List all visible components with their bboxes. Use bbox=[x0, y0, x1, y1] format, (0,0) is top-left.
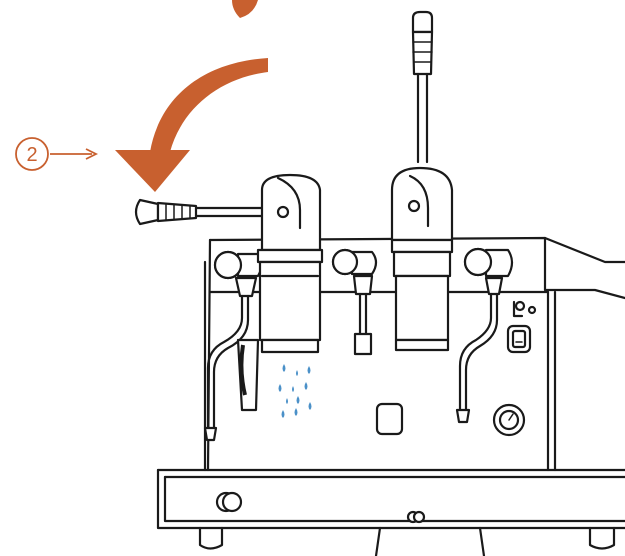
panel-toggle bbox=[375, 402, 404, 436]
right-group-lever bbox=[390, 10, 454, 352]
pressure-gauge-icon bbox=[492, 403, 526, 437]
power-switch-icon bbox=[215, 491, 243, 513]
water-level-window bbox=[506, 324, 532, 354]
step-badge: 2 bbox=[15, 137, 49, 171]
lever-icon bbox=[134, 173, 324, 354]
left-hanging-handle bbox=[236, 338, 260, 412]
indicator-icons bbox=[512, 300, 537, 318]
center-valve bbox=[331, 248, 378, 356]
base-knob-small bbox=[406, 510, 426, 524]
water-drops-icon bbox=[278, 364, 312, 418]
pointer-arrow-icon bbox=[50, 148, 99, 160]
partial-arrow-top bbox=[232, 0, 258, 18]
steam-wand-right bbox=[455, 247, 514, 424]
machine-base bbox=[156, 468, 625, 556]
step-number: 2 bbox=[26, 144, 37, 166]
rotation-arrow-icon bbox=[115, 58, 268, 192]
